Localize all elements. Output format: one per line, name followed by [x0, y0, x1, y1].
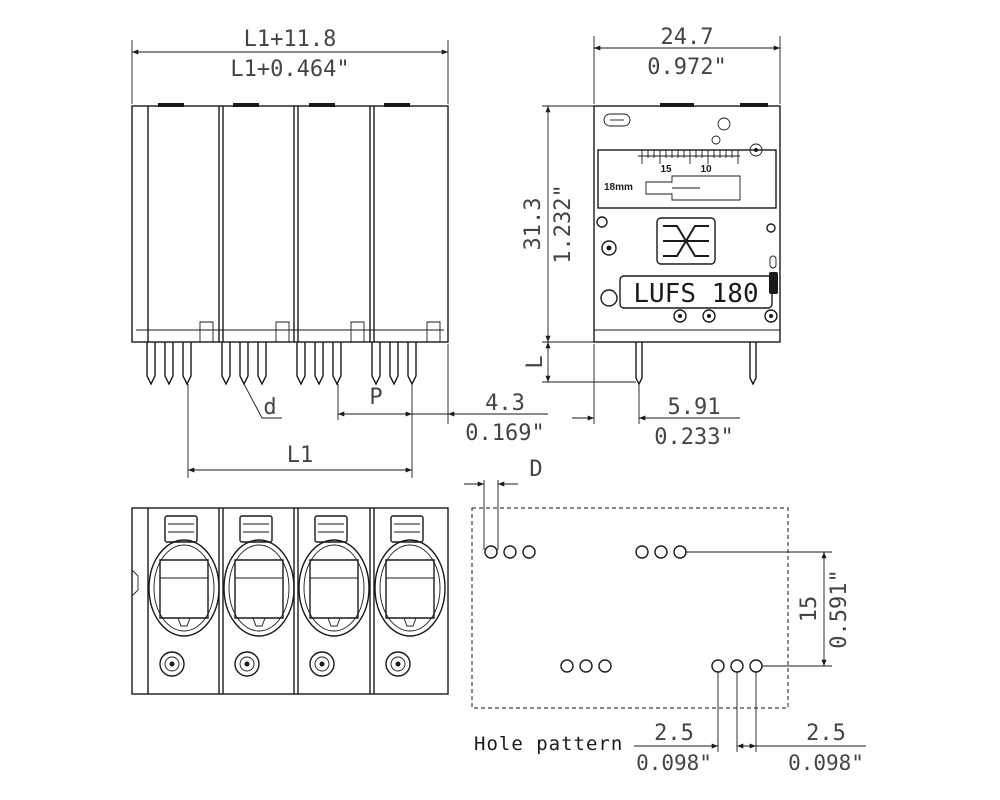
strip-length-label: 18mm [604, 182, 633, 193]
brand-text: LUFS 180 [633, 279, 758, 309]
pin-diameter-label: d [263, 395, 276, 420]
terminal-4 [374, 515, 446, 677]
front-view: L1+11.8 L1+0.464" [131, 27, 548, 478]
top-view [131, 507, 449, 695]
hole-row-bottom [560, 659, 763, 673]
pitch-label: P [369, 385, 382, 410]
hole-diameter-label: D [529, 457, 542, 482]
front-width-in: L1+0.464" [230, 57, 349, 82]
front-width-mm: L1+11.8 [244, 27, 337, 52]
row-spacing-mm: 15 [797, 596, 822, 623]
side-height-mm: 31.3 [521, 198, 546, 251]
pin-spacing-right-mm: 2.5 [806, 721, 846, 746]
hole-pattern: D 15 0.591" [464, 457, 866, 775]
terminal-2 [223, 515, 295, 677]
scale-label-15: 15 [660, 164, 672, 175]
pin-offset-in: 0.233" [654, 425, 733, 450]
hole-pattern-caption: Hole pattern [474, 733, 623, 755]
length-label: L1 [287, 443, 314, 468]
side-width-mm: 24.7 [661, 25, 714, 50]
offset-mm: 4.3 [485, 391, 525, 416]
front-pins [146, 342, 417, 386]
row-spacing-in: 0.591" [827, 569, 852, 648]
pin-spacing-left-mm: 2.5 [654, 721, 694, 746]
hole-row-top [484, 545, 687, 559]
terminal-1 [148, 515, 220, 677]
side-height-in: 1.232" [551, 184, 576, 263]
side-width-in: 0.972" [647, 55, 726, 80]
scale-label-10: 10 [700, 164, 712, 175]
terminal-3 [298, 515, 370, 677]
pin-offset-mm: 5.91 [668, 395, 721, 420]
side-view: 24.7 0.972" [521, 25, 781, 450]
brand-logo-icon [656, 217, 716, 265]
offset-in: 0.169" [465, 421, 544, 446]
pin-length-label: L [523, 355, 548, 368]
pin-spacing-left-in: 0.098" [636, 751, 712, 775]
strip-scale [641, 150, 739, 164]
pin-spacing-right-in: 0.098" [788, 751, 864, 775]
